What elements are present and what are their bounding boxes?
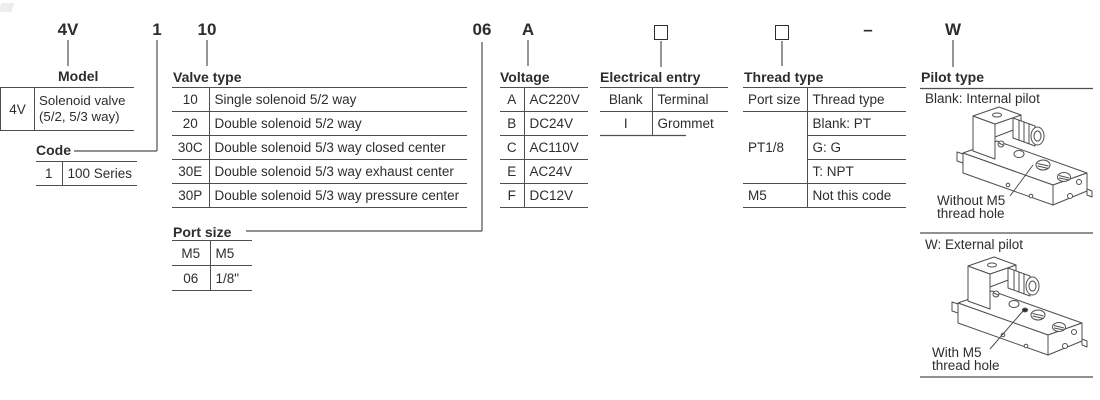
table-row: Blank Terminal [600,87,728,112]
electrical-desc-cell: Terminal [652,87,728,112]
voltage-code-cell: B [500,111,525,136]
table-row: PT1/8 Blank: PT [743,111,906,184]
table-row: 30P Double solenoid 5/3 way pressure cen… [172,183,467,208]
table-row: 30C Double solenoid 5/3 way closed cente… [172,135,467,160]
code-desc-cell: 100 Series [62,161,138,186]
table-row: 06 1/8" [172,265,252,291]
electrical-entry-table: Blank Terminal I Grommet [600,87,728,136]
valve-code-cell: 30C [172,135,210,160]
table-row: 20 Double solenoid 5/2 way [172,111,467,136]
pilot-external-label: W: External pilot [925,237,1024,252]
port-code-cell: M5 [172,240,211,266]
order-code-model: 4V [57,20,79,39]
model-code-cell: 4V [0,87,35,131]
table-row: M5 Not this code [743,183,906,208]
voltage-desc-cell: AC110V [524,135,588,160]
order-code-port-size: 06 [472,20,492,39]
model-table: 4V Solenoid valve (5/2, 5/3 way) [0,87,134,131]
table-row: 4V Solenoid valve (5/2, 5/3 way) [0,87,134,131]
electrical-entry-placeholder-box [654,25,668,40]
with-m5-annotation: With M5 thread hole [932,345,1000,373]
model-heading: Model [58,68,99,84]
voltage-desc-cell: AC220V [524,87,588,112]
port-desc-cell: 1/8" [210,265,252,291]
thread-option-cell: Blank: PT [807,111,906,136]
valve-code-cell: 30P [172,183,210,208]
electrical-desc-cell: Grommet [652,111,728,136]
valve-drawing-internal-pilot [956,106,1093,206]
page-edge-artifact [0,3,15,12]
electrical-code-cell: I [600,111,653,136]
table-row: T: NPT [743,159,906,184]
leader-line-with-m5 [989,310,1024,350]
thread-m5-cell: M5 [743,183,808,208]
thread-type-placeholder-box [775,25,789,40]
voltage-desc-cell: AC24V [524,159,588,184]
table-row: A AC220V [500,87,588,112]
valve-type-table: 10 Single solenoid 5/2 way 20 Double sol… [172,87,467,208]
valve-code-cell: 10 [172,87,210,112]
thread-type-table: Port size Thread type PT1/8 Blank: PT G:… [743,87,906,208]
code-code-cell: 1 [36,161,63,186]
valve-desc-cell: Double solenoid 5/3 way pressure center [209,183,467,208]
valve-type-heading: Valve type [173,69,242,85]
valve-code-cell: 20 [172,111,210,136]
port-code-cell: 06 [172,265,211,291]
table-row: F DC12V [500,183,588,208]
thread-pt18-cell: PT1/8 [743,111,808,184]
table-row: I Grommet [600,111,728,136]
table-row: 1 100 Series [36,161,138,186]
table-row: M5 M5 [172,240,252,266]
model-desc-cell: Solenoid valve (5/2, 5/3 way) [34,87,134,131]
port-size-heading: Port size [173,224,232,240]
voltage-code-cell: A [500,87,525,112]
voltage-table: A AC220V B DC24V C AC110V E AC24V F DC12… [500,87,588,208]
order-code-valve-type: 10 [197,20,217,39]
table-header-row: Port size Thread type [743,87,906,112]
thread-type-heading: Thread type [744,69,824,85]
thread-option-cell: G: G [807,135,906,160]
order-code-series: 1 [152,20,162,39]
valve-desc-cell: Single solenoid 5/2 way [209,87,467,112]
port-size-table: M5 M5 06 1/8" [172,240,252,291]
valve-desc-cell: Double solenoid 5/3 way exhaust center [209,159,467,184]
voltage-code-cell: C [500,135,525,160]
voltage-desc-cell: DC24V [524,111,588,136]
table-row: 10 Single solenoid 5/2 way [172,87,467,112]
thread-option-cell: T: NPT [807,159,906,184]
without-m5-annotation: Without M5 thread hole [937,193,1006,221]
voltage-code-cell: E [500,159,525,184]
m5-thread-hole [1021,307,1029,313]
code-table: 1 100 Series [36,161,138,186]
valve-drawing-external-pilot [951,256,1088,356]
thread-col-header-port-size: Port size [743,87,808,112]
voltage-desc-cell: DC12V [524,183,588,208]
port-desc-cell: M5 [210,240,252,266]
electrical-code-cell: Blank [600,87,653,112]
voltage-code-cell: F [500,183,525,208]
order-code-separator: – [863,20,873,39]
valve-desc-cell: Double solenoid 5/3 way closed center [209,135,467,160]
table-row: B DC24V [500,111,588,136]
table-row: G: G [743,135,906,160]
voltage-heading: Voltage [500,69,550,85]
code-heading: Code [36,142,71,158]
table-row: C AC110V [500,135,588,160]
pilot-type-heading: Pilot type [921,69,985,85]
pilot-internal-label: Blank: Internal pilot [925,91,1040,106]
thread-col-header-thread-type: Thread type [807,87,906,112]
valve-code-cell: 30E [172,159,210,184]
electrical-entry-heading: Electrical entry [600,69,701,85]
thread-m5-desc-cell: Not this code [807,183,906,208]
order-code-voltage: A [521,20,535,39]
order-code-pilot: W [944,20,962,39]
table-row: 30E Double solenoid 5/3 way exhaust cent… [172,159,467,184]
valve-desc-cell: Double solenoid 5/2 way [209,111,467,136]
leader-line-without-m5 [1009,164,1034,197]
table-row: E AC24V [500,159,588,184]
